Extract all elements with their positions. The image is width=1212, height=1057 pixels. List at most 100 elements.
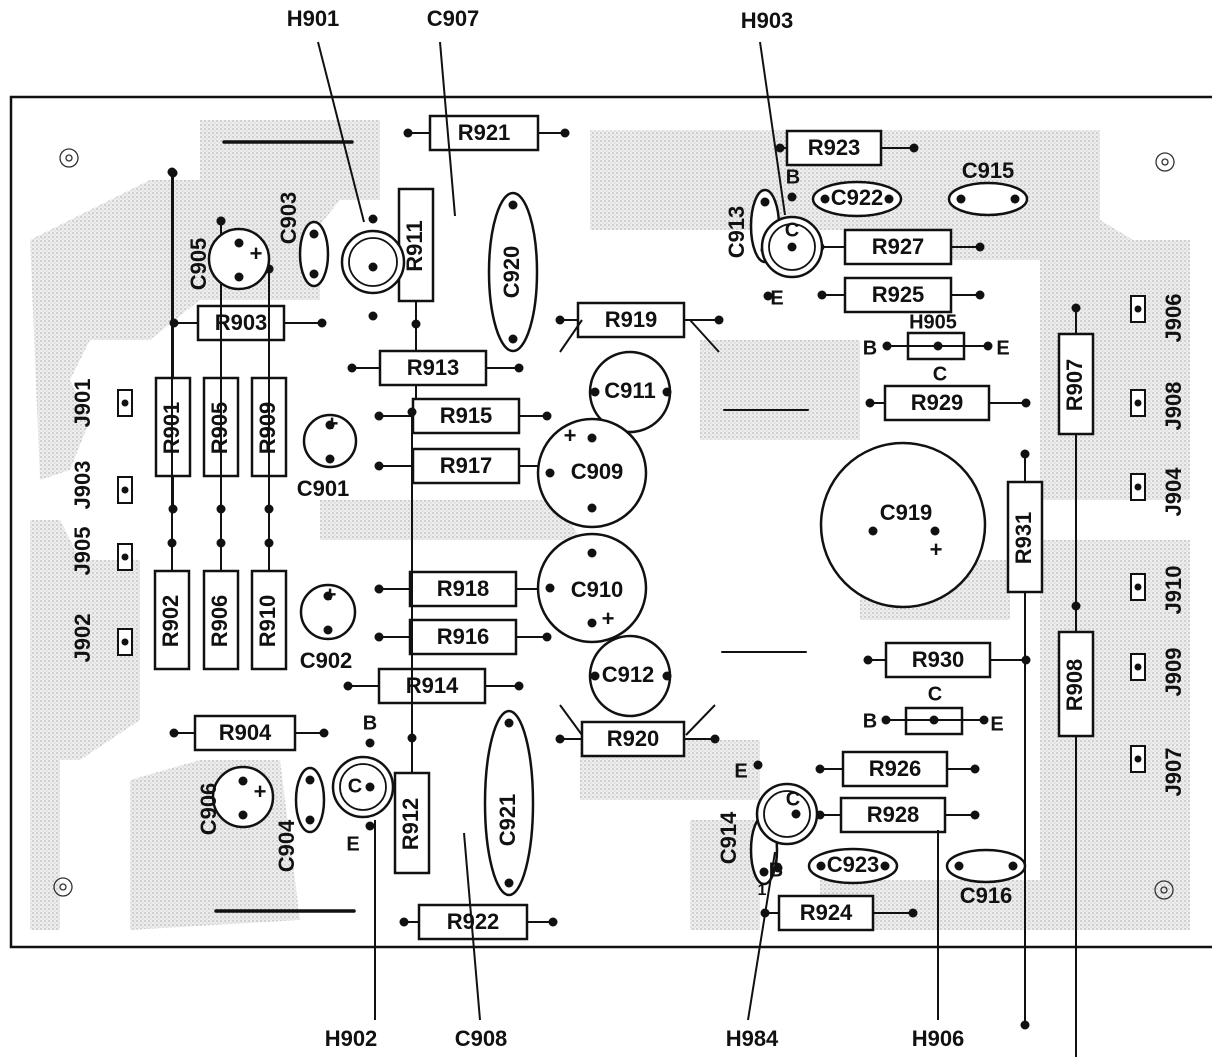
capacitor-label: C915 (962, 158, 1015, 183)
resistor-label: R903 (215, 310, 268, 335)
solder-pad (587, 618, 597, 628)
solder-pad (908, 908, 918, 918)
solder-pad (167, 538, 177, 548)
solder-pad (368, 311, 378, 321)
capacitor-label: C914 (716, 811, 741, 864)
connector-j908: J908 (1130, 382, 1186, 430)
solder-pad (545, 583, 555, 593)
connector-j901: J901 (70, 379, 133, 427)
solder-pad (508, 334, 518, 344)
capacitor-label: C910 (571, 577, 624, 602)
solder-pad (323, 591, 333, 601)
solder-pad (975, 242, 985, 252)
solder-pad (791, 809, 801, 819)
resistor-r917: R917 (374, 447, 552, 485)
resistor-label: R918 (437, 576, 490, 601)
resistor-r930: R930 (863, 641, 1031, 679)
resistor-label: R931 (1011, 512, 1036, 565)
capacitor-c923: C923 (807, 847, 899, 885)
solder-pad (587, 433, 597, 443)
resistor-label: R906 (207, 595, 232, 648)
pin-label-e: E (346, 833, 359, 855)
solder-pad (820, 194, 830, 204)
connector-j902: J902 (70, 614, 133, 662)
capacitor-label: C919 (880, 500, 933, 525)
connector-j904: J904 (1130, 467, 1186, 516)
capacitor-c919: + C919 (819, 441, 987, 609)
solder-pad (411, 319, 421, 329)
resistor-r915: R915 (374, 397, 552, 435)
solder-pad (514, 363, 524, 373)
solder-pad (1134, 399, 1142, 407)
solder-pad (317, 318, 327, 328)
solder-pad (590, 671, 600, 681)
solder-pad (1134, 305, 1142, 313)
resistor-label: R904 (219, 720, 272, 745)
misc-mark: 1 (758, 882, 767, 899)
solder-pad (365, 821, 375, 831)
solder-pad (542, 411, 552, 421)
resistor-label: R915 (440, 403, 493, 428)
solder-pad (975, 290, 985, 300)
transistor-h984: ECB (734, 760, 819, 881)
pin-label-b: B (863, 710, 877, 732)
solder-pad (868, 526, 878, 536)
resistor-r911: R911 (397, 187, 435, 421)
polarity-plus: + (930, 537, 943, 562)
pin-label-e: E (770, 287, 783, 309)
solder-pad (1020, 1020, 1030, 1030)
resistor-r924: R924 (760, 894, 918, 932)
capacitor-c915: C915 (947, 158, 1029, 217)
capacitor-label: C922 (831, 185, 884, 210)
resistor-label: R910 (255, 595, 280, 648)
pin-label-b: B (363, 712, 377, 734)
capacitor-label: C901 (297, 476, 350, 501)
solder-pad (983, 341, 993, 351)
solder-pad (1021, 398, 1031, 408)
resistor-r910: R910 (250, 264, 288, 671)
connector-j906: J906 (1130, 294, 1186, 342)
solder-pad (555, 315, 565, 325)
connector-label: J905 (70, 527, 95, 576)
callout-label: H906 (912, 1026, 965, 1051)
solder-pad (167, 167, 177, 177)
solder-pad (880, 861, 890, 871)
solder-pad (368, 262, 378, 272)
pin-label-e: E (996, 337, 1009, 359)
callout-label: C908 (455, 1026, 508, 1051)
resistor-label: R909 (255, 402, 280, 455)
pin-label-c: C (928, 683, 942, 705)
solder-pad (1020, 449, 1030, 459)
resistor-label: R927 (872, 234, 925, 259)
solder-pad (305, 815, 315, 825)
solder-pad (216, 216, 226, 226)
resistor-r926: R926 (815, 750, 980, 788)
solder-pad (763, 291, 773, 301)
solder-pad (309, 229, 319, 239)
resistor-label: R912 (398, 798, 423, 851)
resistor-layer: R921R911R903R913R915R917R901R905R909R919… (153, 114, 1095, 1057)
connector-label: J907 (1161, 748, 1186, 797)
callout-label: H984 (726, 1026, 779, 1051)
capacitor-label: C902 (300, 648, 353, 673)
solder-pad (775, 143, 785, 153)
resistor-label: R905 (207, 402, 232, 455)
solder-pad (374, 411, 384, 421)
solder-pad (121, 553, 129, 561)
solder-pad (121, 486, 129, 494)
resistor-r925: R925 (817, 276, 985, 314)
polarity-plus: + (602, 606, 615, 631)
capacitor-label: C921 (495, 794, 520, 847)
solder-pad (909, 143, 919, 153)
solder-pad (234, 272, 244, 282)
capacitor-c903: C903 (276, 192, 330, 288)
solder-pad (374, 632, 384, 642)
resistor-label: R914 (406, 673, 459, 698)
resistor-label: R921 (458, 120, 511, 145)
connector-label: J903 (70, 461, 95, 510)
resistor-r929: R929 (865, 384, 1031, 422)
callout-h984: H984 (726, 851, 779, 1051)
